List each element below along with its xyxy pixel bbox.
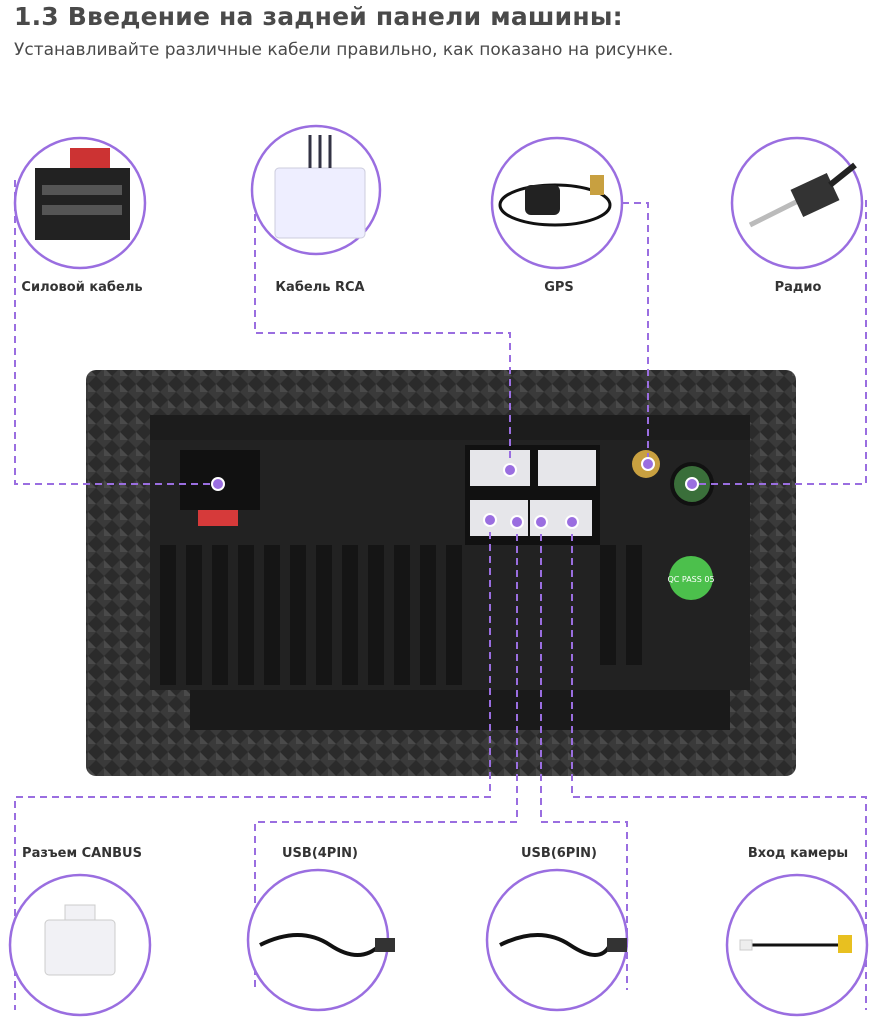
label-camera: Вход камеры — [747, 846, 849, 861]
label-rca-cable: Кабель RCA — [275, 280, 365, 295]
qc-badge — [669, 556, 713, 600]
radio-antenna-plug-icon — [748, 162, 857, 228]
rca-cable-connector-icon — [274, 135, 366, 239]
label-usb6: USB(6PIN) — [520, 846, 598, 861]
label-usb4: USB(4PIN) — [281, 846, 359, 861]
qc-badge-text: QC PASS 05 — [667, 575, 714, 584]
label-canbus: Разъем CANBUS — [22, 846, 142, 861]
label-gps: GPS — [544, 280, 574, 295]
camera-cable-icon — [739, 935, 852, 953]
usb6-cable-icon — [499, 933, 627, 957]
label-radio: Радио — [774, 280, 822, 295]
gps-antenna-icon — [498, 175, 612, 227]
fuse — [198, 510, 238, 526]
canbus-connector-icon — [44, 904, 116, 976]
label-power-cable: Силовой кабель — [21, 280, 143, 295]
head-unit-rear: QC PASS 05 — [86, 370, 796, 776]
power-cable-connector-icon — [35, 148, 130, 240]
port-dots — [211, 457, 699, 529]
usb4-cable-icon — [259, 933, 395, 957]
leader-lines — [14, 180, 867, 1010]
page-subtitle: Устанавливайте различные кабели правильн… — [14, 40, 674, 60]
page-title: 1.3 Введение на задней панели машины: — [14, 2, 623, 31]
